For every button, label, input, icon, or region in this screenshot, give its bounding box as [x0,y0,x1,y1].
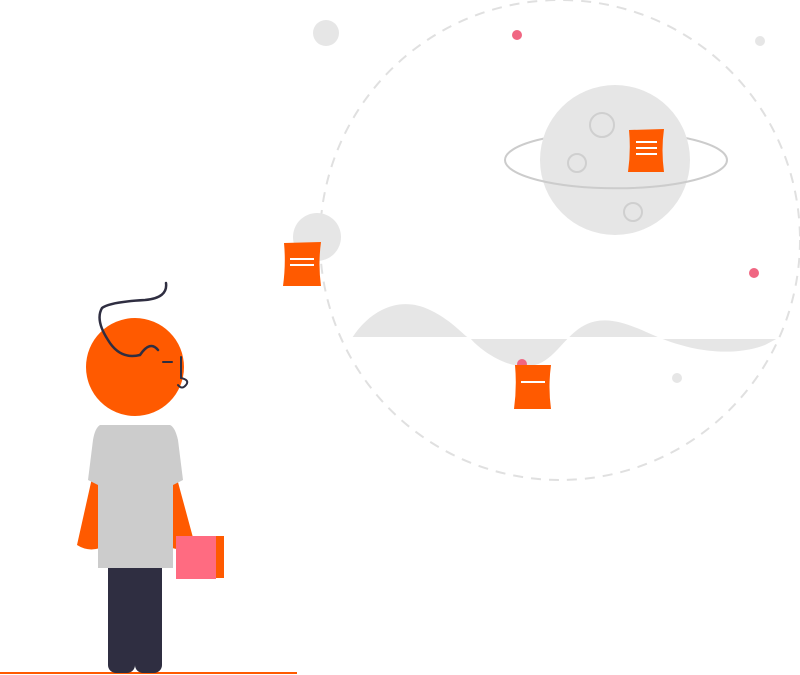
dashed-dream-circle [319,0,800,481]
wave-shape [352,304,778,367]
decor-dot-gray-top-right [755,36,765,46]
planet-crater-3 [623,202,643,222]
person-left-leg [108,555,135,673]
decor-dot-gray-right [672,373,682,383]
planet-body [540,85,690,235]
held-note-front [176,536,216,579]
person-right-leg [135,555,162,673]
decor-dot-pink-top [512,30,522,40]
note-bottom [514,365,551,409]
decor-dot-pink-right [749,268,759,278]
note-planet [628,129,664,172]
note-icon [628,129,664,172]
planet-ring-front [504,159,728,190]
decor-dot-gray-large [313,20,339,46]
note-icon [514,365,551,409]
person-figure [77,281,224,673]
person-shirt [88,425,183,568]
person-nose [177,356,189,389]
person-hair-line [98,281,168,358]
note-icon [283,242,321,286]
wave-landscape [352,304,778,367]
planet-icon [504,85,728,235]
planet-crater-1 [589,112,615,138]
person-head [86,318,184,416]
planet-crater-2 [567,153,587,173]
